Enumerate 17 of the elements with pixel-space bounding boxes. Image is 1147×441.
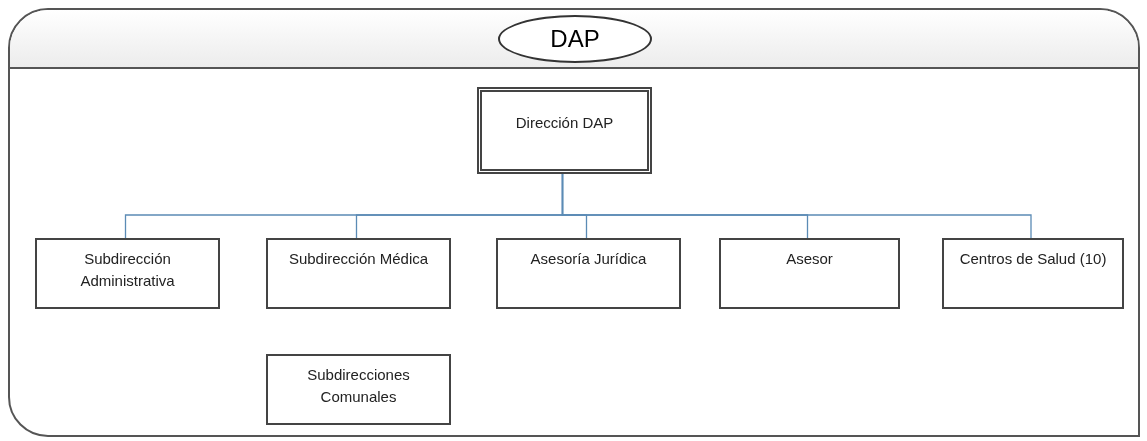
unit-label: Asesoría Jurídica xyxy=(529,249,648,269)
title-text: DAP xyxy=(550,24,600,54)
unit-label: Asesor xyxy=(785,249,834,269)
unit-label: Dirección DAP xyxy=(514,113,615,133)
unit-label: Centros de Salud (10) xyxy=(958,249,1108,269)
unit-box xyxy=(719,238,900,309)
unit-box xyxy=(496,238,681,309)
container-panel xyxy=(8,8,1140,437)
director-box xyxy=(477,87,652,174)
unit-label: Subdirección Médica xyxy=(287,249,430,269)
unit-box xyxy=(266,238,451,309)
unit-label: Subdirección Administrativa xyxy=(79,249,176,291)
unit-box xyxy=(266,354,451,425)
connector-line xyxy=(561,173,1032,239)
unit-box xyxy=(35,238,220,309)
unit-box xyxy=(942,238,1124,309)
unit-label: Subdirecciones Comunales xyxy=(306,365,411,407)
